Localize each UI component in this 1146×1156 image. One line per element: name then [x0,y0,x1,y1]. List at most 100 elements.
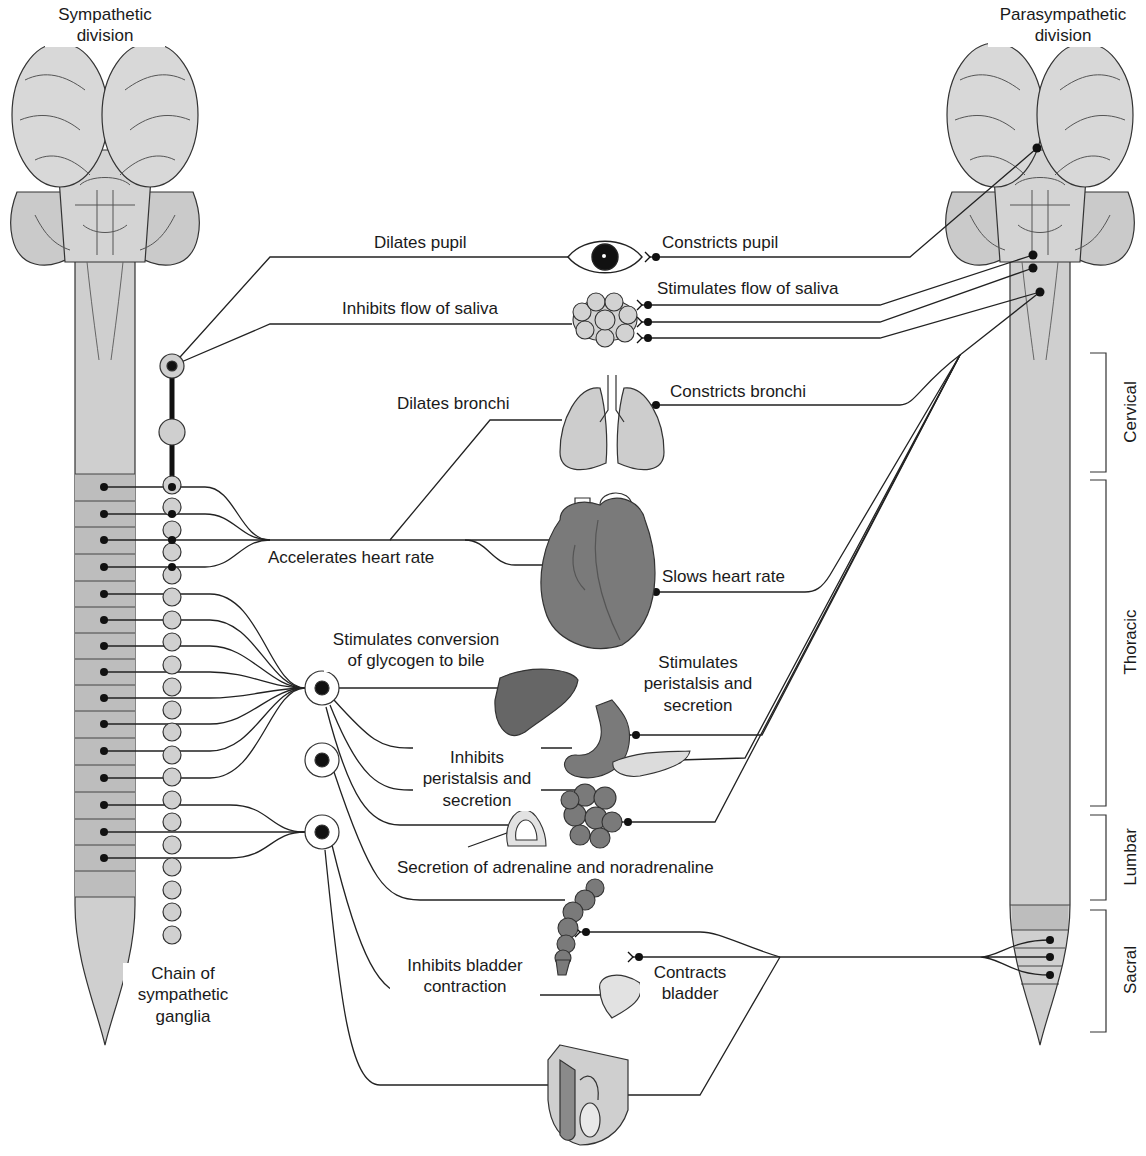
region-brackets [1090,353,1106,1032]
sympathetic-chain [163,476,181,494]
nerve-dots [1029,264,1038,273]
division-heading: Parasympathetic division [988,4,1138,47]
sympathetic-nerves [172,487,270,540]
salivary-gland [576,321,594,339]
sympathetic-chain [163,791,181,809]
parasympathetic-nerves [586,932,780,957]
salivary-gland [587,293,605,311]
sympathetic-nerves [172,539,270,540]
sympathetic-nerves [104,688,305,778]
heart [541,498,655,648]
sympathetic-chain [159,354,185,944]
nerve-dots [100,144,1054,980]
genitals [580,1076,598,1100]
nerve-dots [100,642,108,650]
parasympathetic-nerves [648,255,1033,305]
collateral-ganglion [305,743,339,777]
genitals [548,1045,628,1145]
nerve-dots [1036,288,1045,297]
nerve-dots [1046,936,1054,944]
sympathetic-nerves [104,257,600,1085]
spinal-segments [75,633,135,634]
sympathetic-nerves [172,514,270,540]
salivary-gland [619,306,637,324]
eye [568,241,642,273]
lungs [600,375,624,422]
nerve-dots [100,747,108,755]
sympathetic-nerves [172,257,570,366]
sacral-segments [1010,905,1070,906]
sympathetic-nerves [390,539,565,540]
nerve-dots [100,536,108,544]
adrenal-kidney [516,820,537,840]
sympathetic-chain [160,354,184,378]
sympathetic-nerves [339,687,502,688]
nerve-dots [100,694,108,702]
pancreas [613,751,690,776]
digestive-tract [590,828,610,848]
sympathetic-nerves [172,540,270,567]
nerve-dots [100,828,108,836]
spinal-segments [75,685,135,686]
sympathetic-chain [163,588,181,606]
eye [568,241,642,273]
effect-label: Dilates bronchi [395,393,511,414]
colon [556,960,570,975]
sympathetic-chain [159,419,185,445]
sympathetic-nerves [172,324,572,366]
effect-label: Stimulates peristalsis and secretion [633,652,763,716]
spinal-segments [75,845,135,846]
region-label: Sacral [1120,943,1141,997]
nerve-dots [100,563,108,571]
collateral-ganglion [315,753,329,767]
parasympathetic-nerves [656,148,1037,257]
parasympathetic-cns [946,43,1134,1045]
spinal-segments [75,474,135,475]
sacral-segments [1021,984,1059,985]
effect-label: Constricts pupil [660,232,780,253]
sympathetic-nerves [104,688,305,724]
synapse-marker [637,317,652,327]
sympathetic-nerves [104,594,305,688]
heart [573,520,620,640]
spinal-segments [75,501,135,502]
sympathetic-chain [163,746,181,764]
sympathetic-chain [163,701,181,719]
synapse-marker [645,252,660,262]
region-brackets [1090,480,1106,806]
lungs [560,388,607,470]
spinal-segments [75,607,135,608]
division-heading: Sympathetic division [45,4,165,47]
spinal-segments [75,581,135,582]
sympathetic-cns [11,43,199,1045]
sympathetic-nerves [270,420,562,540]
digestive-tract [570,825,590,845]
region-brackets [1090,910,1106,1032]
heart [541,493,655,648]
nerve-dots [100,510,108,518]
sympathetic-chain [163,633,181,651]
sympathetic-nerves [104,832,305,858]
spinal-segments [75,474,135,897]
spinal-segments [75,474,135,897]
collateral-ganglion [305,815,339,849]
spinal-segments [75,765,135,766]
sympathetic-chain [163,881,181,899]
sympathetic-chain [163,543,181,561]
adrenal-kidney [507,810,546,846]
salivary-gland [573,293,637,347]
sympathetic-nerves [104,487,172,567]
salivary-gland [596,329,614,347]
sympathetic-chain [168,510,176,518]
genitals [580,1103,600,1137]
liver [495,669,578,735]
sympathetic-nerves [104,831,305,832]
parasympathetic-cns [946,43,1134,1045]
lungs [617,388,664,470]
sympathetic-cns [11,43,199,1045]
spinal-segments [75,659,135,660]
sacral-segments [1018,966,1062,967]
nerve-dots [100,854,108,862]
sympathetic-nerves [325,850,548,1085]
spinal-segments [75,871,135,872]
